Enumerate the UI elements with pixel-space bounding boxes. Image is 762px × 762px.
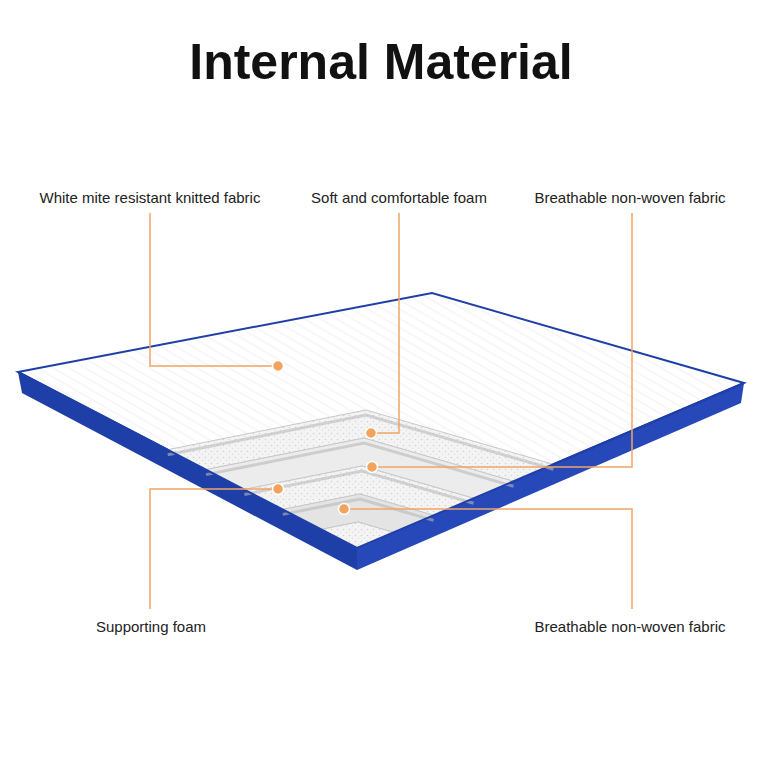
callout-label: Breathable non-woven fabric — [535, 189, 726, 206]
callout-label: White mite resistant knitted fabric — [40, 189, 261, 206]
callout-label: Supporting foam — [96, 618, 206, 635]
callout-label: Breathable non-woven fabric — [535, 618, 726, 635]
leader-dots — [273, 361, 378, 515]
mattress-edge — [18, 372, 744, 548]
callout-label: Soft and comfortable foam — [311, 189, 487, 206]
leader-lines — [150, 213, 632, 609]
layer-cutaway — [18, 372, 744, 548]
title: Internal Material — [189, 33, 572, 91]
